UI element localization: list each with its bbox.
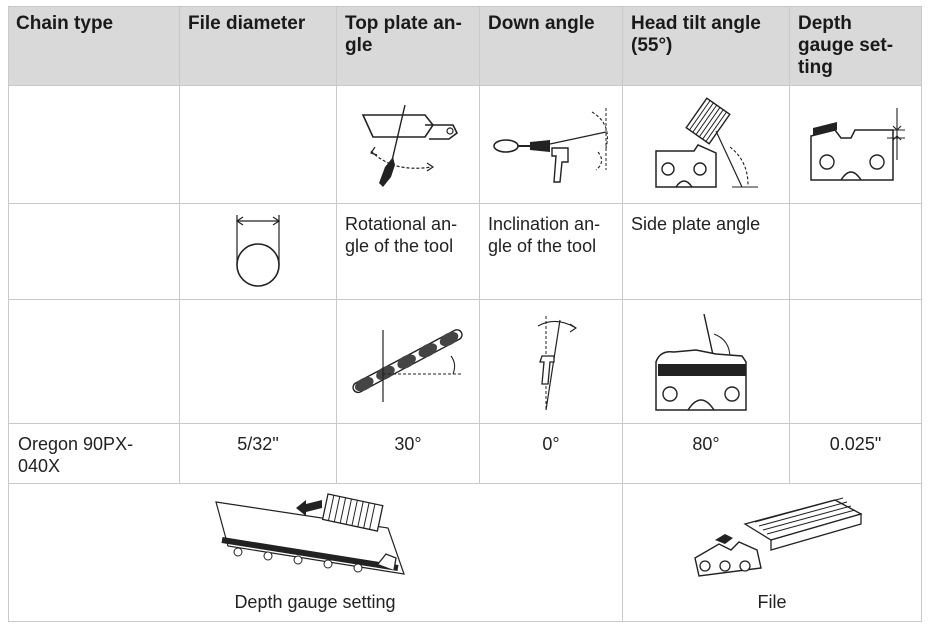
- empty-cell: [8, 300, 180, 424]
- file-diameter-illustration: [180, 204, 337, 300]
- top-plate-angle-illustration: [337, 86, 480, 204]
- rotational-angle-label: Rotational an- gle of the tool: [337, 204, 480, 300]
- side-plate-angle-illustration: [623, 300, 790, 424]
- header-top-plate-angle: Top plate an- gle: [337, 6, 480, 86]
- rotational-angle-illustration: [337, 300, 480, 424]
- header-chain-type: Chain type: [8, 6, 180, 86]
- header-down-angle: Down angle: [480, 6, 623, 86]
- chain-type-value: Oregon 90PX- 040X: [8, 424, 180, 484]
- depth-gauge-setting-panel: Depth gauge setting: [8, 484, 623, 622]
- inclination-angle-label: Inclination an- gle of the tool: [480, 204, 623, 300]
- down-angle-value: 0°: [480, 424, 623, 484]
- side-plate-angle-label: Side plate angle: [623, 204, 790, 300]
- depth-gauge-setting-value: 0.025": [790, 424, 922, 484]
- head-tilt-angle-illustration: [623, 86, 790, 204]
- depth-gauge-setting-caption: Depth gauge setting: [234, 592, 396, 612]
- file-panel: File: [623, 484, 922, 622]
- file-diameter-value: 5/32": [180, 424, 337, 484]
- file-caption: File: [757, 592, 787, 612]
- down-angle-illustration: [480, 86, 623, 204]
- depth-gauge-illustration: [790, 86, 922, 204]
- empty-cell: [180, 86, 337, 204]
- empty-cell: [790, 204, 922, 300]
- empty-cell: [790, 300, 922, 424]
- header-file-diameter: File diameter: [180, 6, 337, 86]
- head-tilt-angle-value: 80°: [623, 424, 790, 484]
- header-depth-gauge-setting: Depth gauge set- ting: [790, 6, 922, 86]
- file-tool-illustration: [694, 497, 863, 577]
- empty-cell: [8, 86, 180, 204]
- empty-cell: [8, 204, 180, 300]
- inclination-angle-illustration: [480, 300, 623, 424]
- empty-cell: [180, 300, 337, 424]
- top-plate-angle-value: 30°: [337, 424, 480, 484]
- chain-spec-table: Chain type File diameter Top plate an- g…: [8, 6, 922, 622]
- header-head-tilt-angle: Head tilt angle (55°): [623, 6, 790, 86]
- depth-gauge-tool-illustration: [215, 493, 405, 575]
